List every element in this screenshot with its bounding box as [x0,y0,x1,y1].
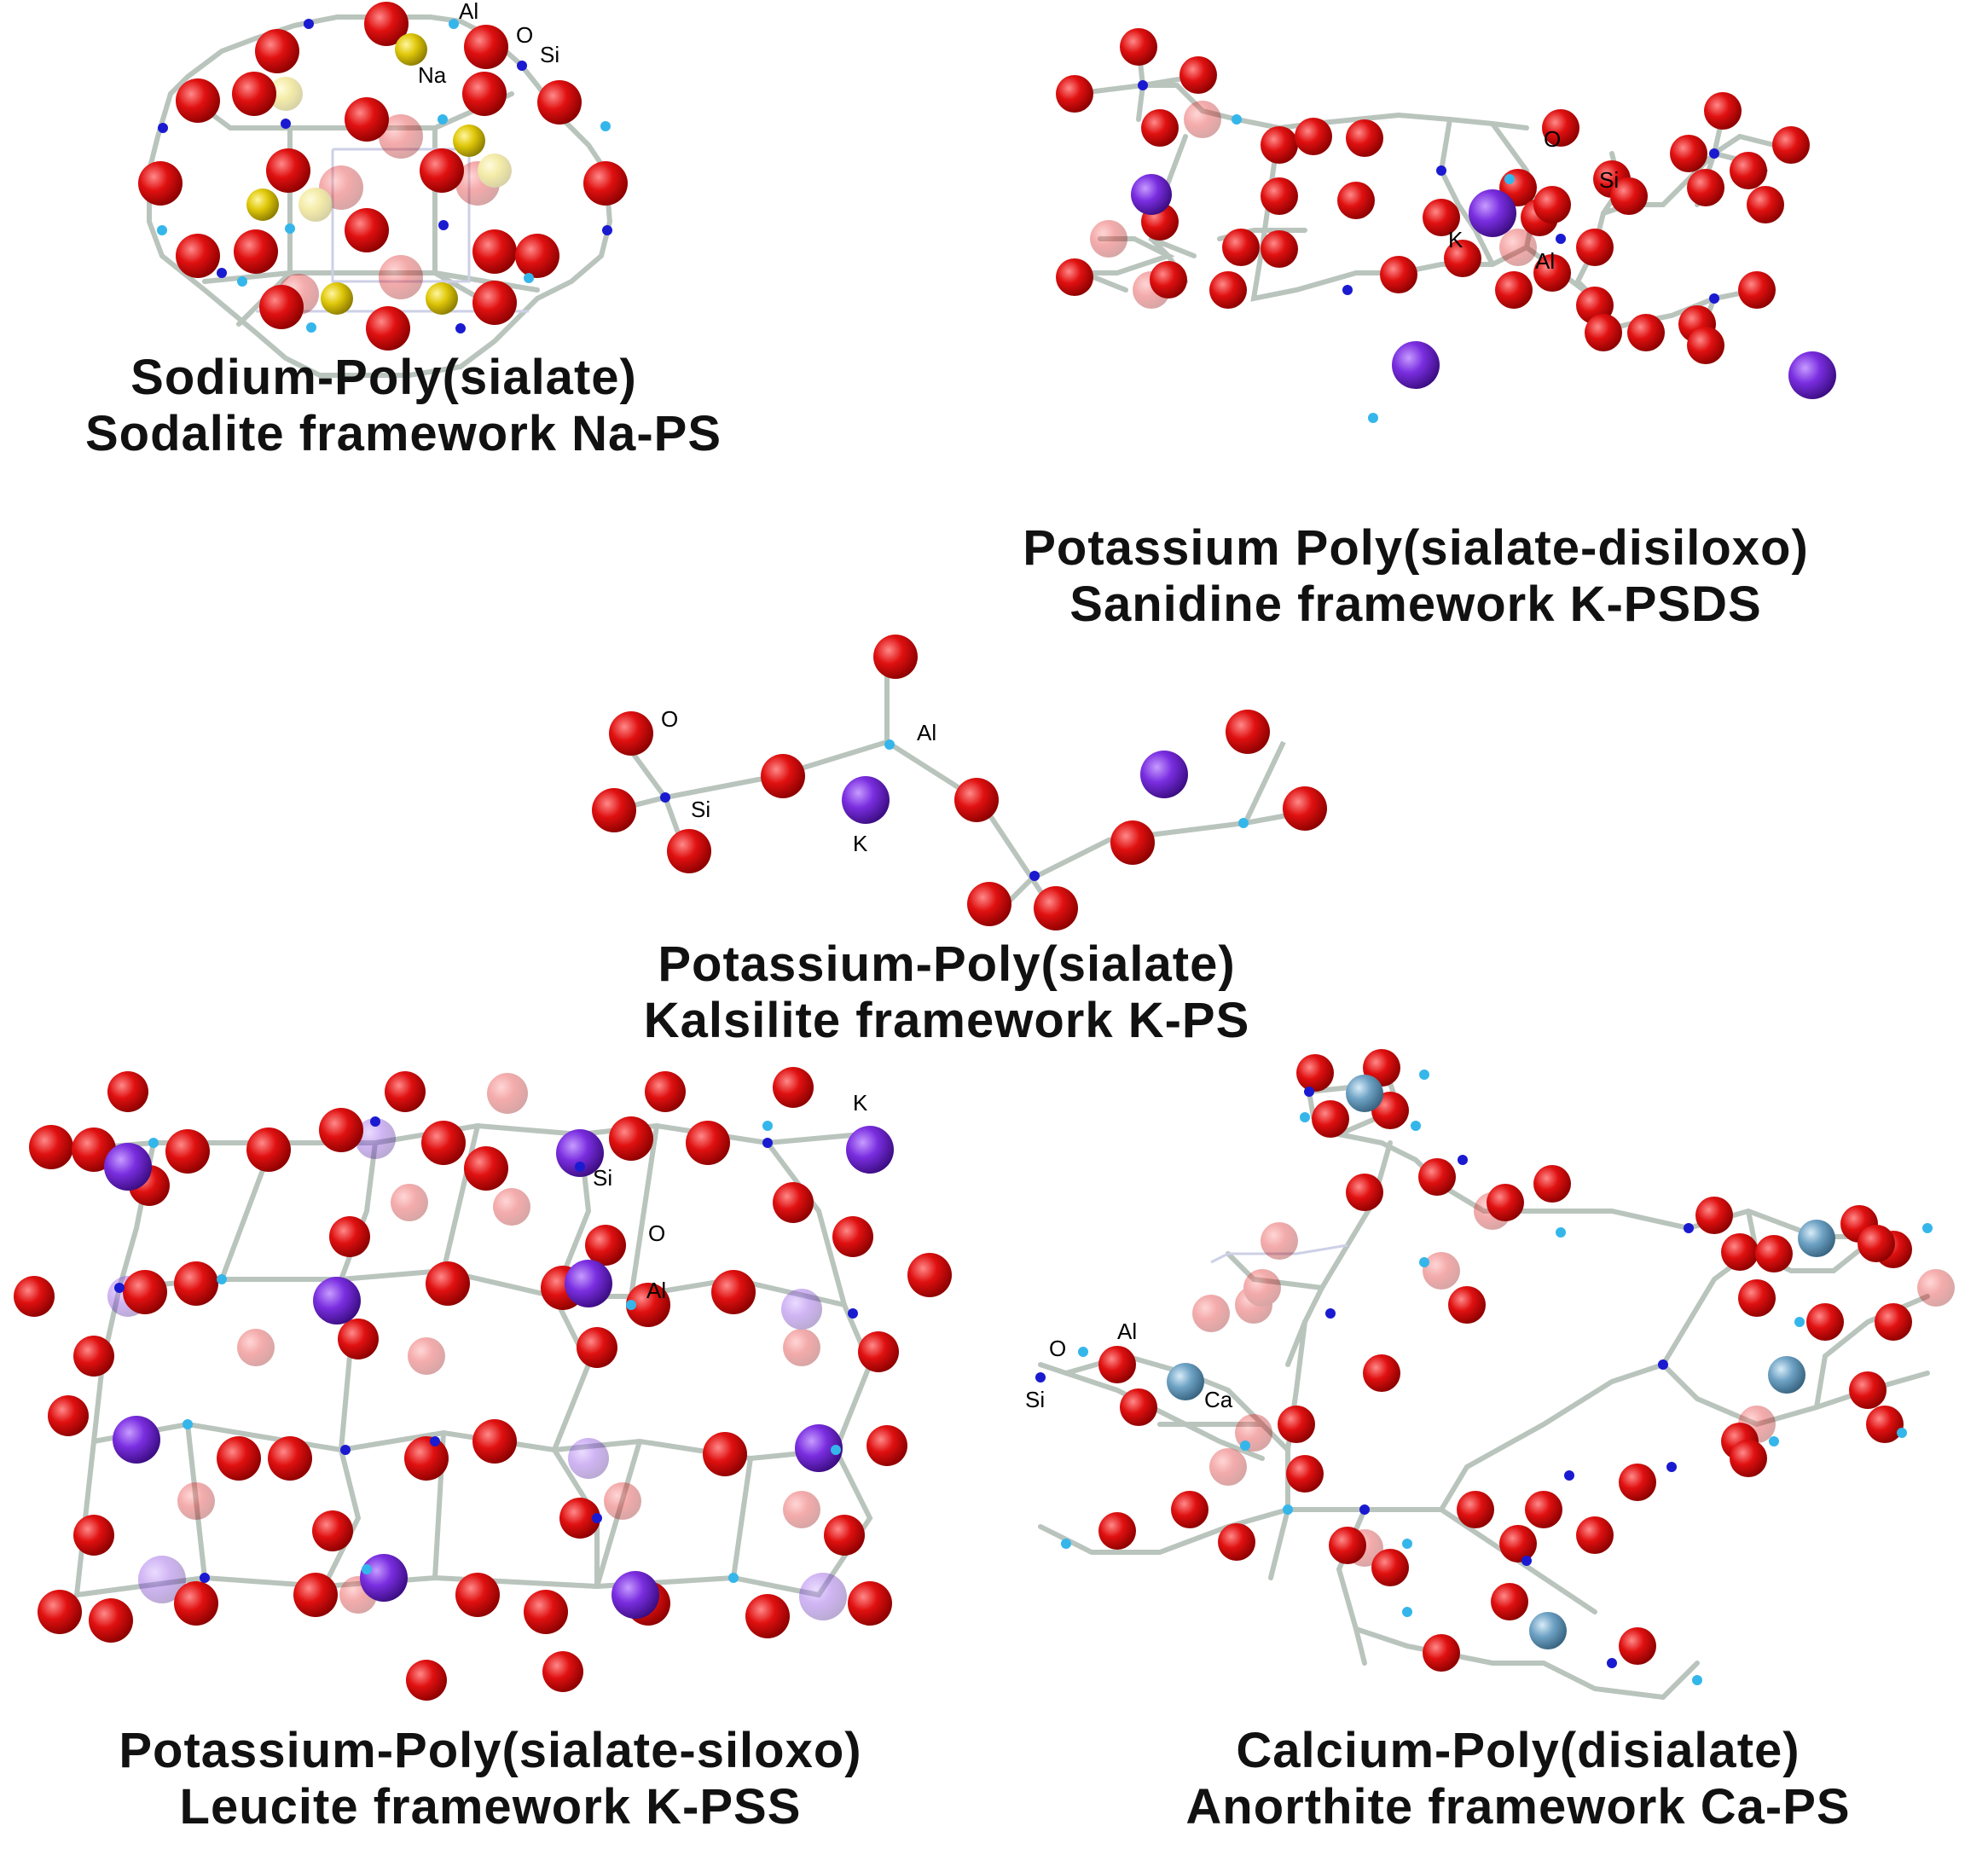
silicon-atoms [114,1116,858,1583]
panel-k-ps: O Al Si K [563,631,1330,1041]
aluminum-atoms [148,1121,841,1583]
caption-title: Potassium-Poly(sialate) [658,936,1236,992]
bonds [1072,44,1776,344]
oxygen-atoms [14,1067,952,1701]
potassium-atoms [842,751,1188,824]
atoms-faint [1192,1192,1955,1567]
label-al: Al [1117,1319,1137,1344]
caption-subtitle: Sanidine framework K-PSDS [1069,577,1762,632]
silicon-atoms [660,792,1040,881]
label-k: K [853,831,868,856]
aluminum-atoms [157,19,611,333]
silicon-atoms [1138,80,1719,304]
label-si: Si [1599,167,1619,193]
calcium-atoms [1167,1075,1835,1649]
label-si: Si [691,797,710,822]
caption-subtitle: Sodalite framework Na-PS [85,406,722,461]
caption-k-ps: Potassium-Poly(sialate) Kalsilite framew… [563,936,1330,1049]
aluminum-atoms [1232,114,1515,423]
label-o: O [1544,126,1561,152]
caption-subtitle: Anorthite framework Ca-PS [1185,1779,1851,1835]
caption-title: Potassium-Poly(sialate-siloxo) [119,1723,862,1778]
bonds [613,657,1295,924]
label-o: O [516,22,533,48]
label-o: O [648,1220,665,1246]
potassium-atoms [104,1126,894,1619]
panel-ca-ps: Al O Si Ca [1015,1049,1987,1723]
sodium-atoms [246,33,485,315]
panel-na-ps: Al O Si Na Sodium-Poly(sialate) Sodalite… [85,0,836,631]
potassium-atoms [1131,174,1836,399]
panel-k-psds: O Si K Al [1015,28,1970,648]
aluminum-atoms [884,739,1249,828]
label-al: Al [917,720,936,745]
sodalite-structure: Al O Si Na [138,0,628,378]
atoms-faint [107,1073,847,1620]
panel-k-pss: K Si O Al [0,1058,964,1723]
oxygen-atoms [138,2,628,351]
caption-title: Potassium Poly(sialate-disiloxo) [1023,520,1809,576]
caption-subtitle: Kalsilite framework K-PS [643,993,1250,1048]
caption-title: Sodium-Poly(sialate) [130,350,637,405]
label-o: O [661,706,678,732]
oxygen-atoms [1098,1049,1912,1672]
label-al: Al [1535,248,1555,274]
sanidine-structure: O Si K Al [1056,28,1836,423]
label-al: Al [459,0,478,24]
silicon-atoms [1035,1087,1694,1668]
label-si: Si [1025,1387,1045,1412]
label-k: K [1448,227,1463,252]
anorthite-structure: Al O Si Ca [1025,1049,1955,1701]
caption-na-ps: Sodium-Poly(sialate) Sodalite framework … [85,350,722,462]
aluminum-atoms [1061,1070,1933,1685]
caption-title: Calcium-Poly(disialate) [1236,1723,1800,1778]
atoms-faint [269,77,512,315]
label-na: Na [418,62,447,88]
caption-k-pss: Potassium-Poly(sialate-siloxo) Leucite f… [51,1723,930,1835]
label-ca: Ca [1204,1387,1233,1412]
label-o: O [1049,1336,1066,1361]
label-si: Si [540,42,559,67]
leucite-structure: K Si O Al [14,1067,952,1701]
caption-ca-ps: Calcium-Poly(disialate) Anorthite framew… [1066,1723,1970,1835]
kalsilite-structure: O Al Si K [592,635,1327,930]
caption-k-psds: Potassium Poly(sialate-disiloxo) Sanidin… [981,520,1851,633]
silicon-atoms [158,19,612,333]
label-k: K [853,1090,868,1116]
caption-subtitle: Leucite framework K-PSS [179,1779,802,1835]
bonds [49,1122,873,1597]
label-al: Al [646,1278,666,1303]
label-si: Si [593,1165,612,1191]
atoms-faint [1090,101,1537,309]
oxygen-atoms [592,635,1327,930]
